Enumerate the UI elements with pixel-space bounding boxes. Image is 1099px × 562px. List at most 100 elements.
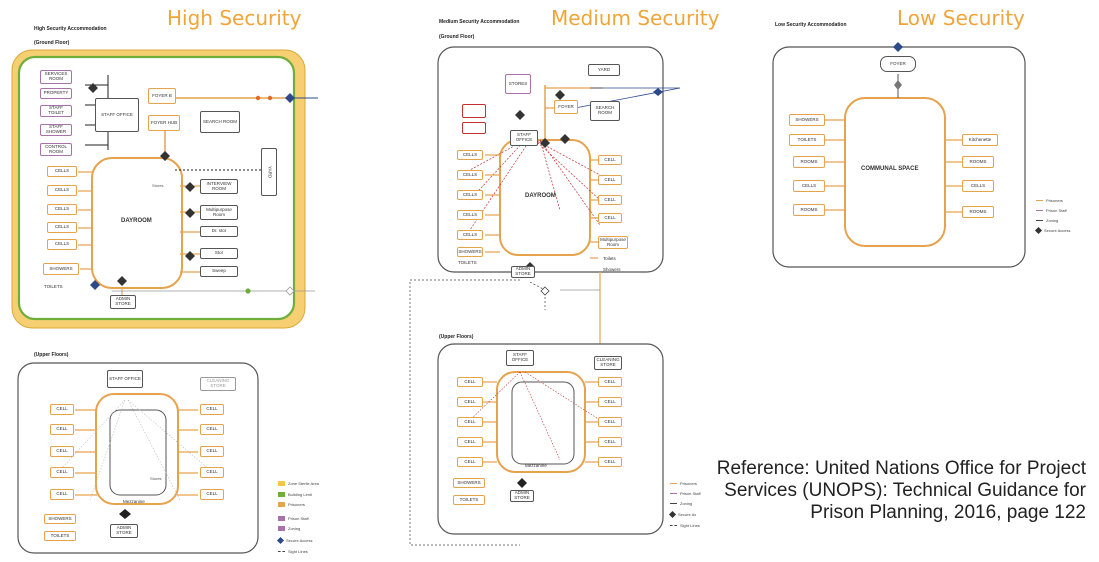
legend-med-zoning: Zoning xyxy=(670,501,692,506)
med-cell-r-1: CELL xyxy=(598,155,622,165)
room-cells-3: CELLS xyxy=(47,204,77,215)
room-multipurpose: Multipurpose Room xyxy=(200,205,238,220)
room-cells-1: CELLS xyxy=(47,166,77,177)
med-yard: YARD xyxy=(588,64,620,76)
upper-staff-office: STAFF OFFICE xyxy=(107,370,143,388)
med-room-red-1 xyxy=(462,104,486,118)
upper-cell-left-3: CELL xyxy=(50,446,74,457)
subtitle-high: High Security Accommodation xyxy=(34,26,107,32)
med-upper-cell-l-4: CELL xyxy=(457,437,483,447)
med-cell-l-5: CELLS xyxy=(457,230,483,240)
med-cell-r-3: CELL xyxy=(598,195,622,205)
legend-med-prisoners: Prisoners xyxy=(670,481,697,486)
upper-stores: Stores xyxy=(150,476,162,481)
med-right-toilets: Toilets xyxy=(603,256,616,261)
room-staff-shower: STAFF SHOWER xyxy=(40,124,72,136)
room-showers: SHOWERS xyxy=(43,263,79,275)
upper-cell-left-5: CELL xyxy=(50,489,74,500)
room-staff-toilet: STAFF TOILET xyxy=(40,105,72,117)
med-upper-cell-l-2: CELL xyxy=(457,397,483,407)
room-sweep: Sweep xyxy=(200,266,238,277)
med-upper-cleaning: CLEANING STORE xyxy=(594,356,622,370)
room-staff-office: STAFF OFFICE xyxy=(95,98,139,132)
legend-high-staff: Prison Staff xyxy=(278,516,309,522)
med-cell-r-4: CELL xyxy=(598,213,622,223)
room-cells-2: CELLS xyxy=(47,185,77,196)
low-kitchenette: Kitchenette xyxy=(962,134,998,146)
room-interview: INTERVIEW ROOM xyxy=(200,179,238,194)
legend-med-secure: Secure Ax xyxy=(668,511,696,519)
upper-toilets: TOILETS xyxy=(44,531,76,541)
upper-cell-right-3: CELL xyxy=(200,446,224,457)
legend-low-secure: Secure Access xyxy=(1034,227,1070,235)
room-toilets: TOILETS xyxy=(44,284,63,289)
room-foyer: FOYER B xyxy=(148,88,176,104)
med-search: SEARCH ROOM xyxy=(590,101,620,121)
subtitle-high-upper: (Upper Floors) xyxy=(34,352,69,358)
low-cells: CELLS xyxy=(793,180,825,192)
med-upper-mezzanine: Mezzanine xyxy=(525,463,547,468)
med-cell-l-1: CELLS xyxy=(457,150,483,160)
med-upper-admin: ADMIN STORE xyxy=(510,490,534,502)
upper-cell-left-4: CELL xyxy=(50,467,74,478)
upper-cell-left-1: CELL xyxy=(50,404,74,415)
med-upper-cell-l-1: CELL xyxy=(457,377,483,387)
subtitle-low: Low Security Accommodation xyxy=(775,22,847,28)
low-communal: COMMUNAL SPACE xyxy=(861,166,919,172)
med-upper-staff-office: STAFF OFFICE xyxy=(506,350,534,366)
med-cell-l-4: CELLS xyxy=(457,210,483,220)
med-cell-l-2: CELLS xyxy=(457,170,483,180)
legend-high-prisoners: Prisoners xyxy=(278,502,305,508)
upper-mezzanine: Mezzanine xyxy=(123,499,145,504)
room-property: PROPERTY xyxy=(40,88,72,99)
low-rooms-2: ROOMS xyxy=(793,204,825,216)
upper-admin-store: ADMIN STORE xyxy=(110,524,138,538)
subtitle-medium: Medium Security Accommodation xyxy=(439,19,520,25)
med-upper-cell-l-3: CELL xyxy=(457,417,483,427)
med-upper-cell-r-3: CELL xyxy=(598,417,622,427)
heading-low-security: Low Security xyxy=(897,6,1025,30)
med-right-showers: Showers xyxy=(603,267,621,272)
room-services: SERVICES ROOM xyxy=(40,70,72,84)
legend-high-sight: Sight Lines xyxy=(278,549,308,554)
legend-low-staff: Prison Staff xyxy=(1036,208,1067,213)
low-foyer: FOYER xyxy=(880,56,916,72)
reference-citation: Reference: United Nations Office for Pro… xyxy=(716,458,1086,523)
upper-cell-right-4: CELL xyxy=(200,467,224,478)
upper-cell-right-5: CELL xyxy=(200,489,224,500)
legend-high-zoning: Zoning xyxy=(278,526,300,532)
legend-high-sterile: Zone Sterile Area xyxy=(278,481,319,487)
med-upper-cell-r-5: CELL xyxy=(598,457,622,467)
upper-cleaning-store: CLEANING STORE xyxy=(200,377,236,391)
room-search: SEARCH ROOM xyxy=(200,111,240,133)
legend-high-secure: Secure Access xyxy=(276,537,312,545)
med-foyer: FOYER xyxy=(554,100,578,114)
med-admin-store: ADMIN STORE xyxy=(511,266,535,278)
low-toilets: TOILETS xyxy=(789,134,825,146)
room-control: CONTROL ROOM xyxy=(40,143,72,156)
legend-med-sight: Sight Lines xyxy=(670,523,700,528)
legend-med-staff: Prison Staff xyxy=(670,491,701,496)
med-upper-cell-r-1: CELL xyxy=(598,377,622,387)
med-staff-office: STAFF OFFICE xyxy=(510,130,538,146)
low-showers: SHOWERS xyxy=(789,114,825,126)
upper-showers: SHOWERS xyxy=(44,514,76,524)
room-dr-stor: Dr. stor xyxy=(200,226,238,237)
upper-cell-right-1: CELL xyxy=(200,404,224,415)
med-upper-cell-r-4: CELL xyxy=(598,437,622,447)
upper-cell-right-2: CELL xyxy=(200,424,224,435)
legend-low-prisoners: Prisoners xyxy=(1036,198,1063,203)
med-showers: SHOWERS xyxy=(457,247,483,257)
legend-low-zoning: Zoning xyxy=(1036,218,1058,223)
med-upper-toilets: TOILETS xyxy=(453,495,485,505)
low-rooms-r2: ROOMS xyxy=(962,206,994,218)
area-dayroom: DAYROOM xyxy=(121,218,152,224)
heading-medium-security: Medium Security xyxy=(551,6,720,30)
room-stores: Stores xyxy=(152,183,164,188)
low-cells-r: CELLS xyxy=(962,180,994,192)
room-cells-4: CELLS xyxy=(47,222,77,233)
legend-high-building: Building Limit xyxy=(278,492,312,498)
med-upper-cell-r-2: CELL xyxy=(598,397,622,407)
med-cell-r-2: CELL xyxy=(598,175,622,185)
med-multipurpose: Multipurpose Room xyxy=(598,236,628,249)
